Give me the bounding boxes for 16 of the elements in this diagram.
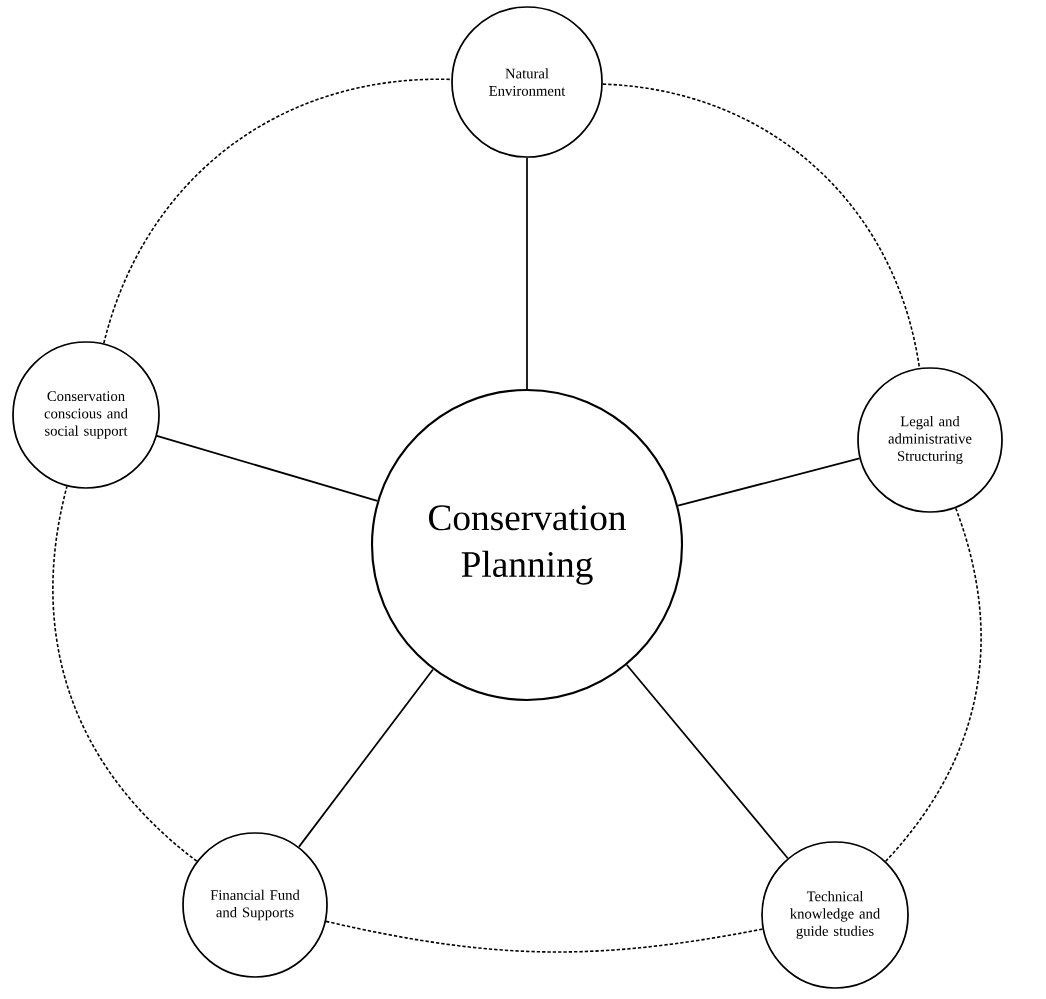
circle-node: Conservation Planning: [370, 388, 684, 702]
connector-line: [626, 664, 789, 860]
circle-node: Legal and administrative Structuring: [857, 367, 1003, 513]
connector-line: [526, 157, 528, 390]
dashed-arc: [325, 920, 764, 953]
dashed-arc: [884, 507, 982, 863]
dashed-arc: [602, 83, 921, 369]
circle-node: Financial Fund and Supports: [182, 832, 328, 978]
connector-line: [298, 668, 434, 848]
dashed-arc: [52, 485, 198, 862]
circle-node: Technical knowledge and guide studies: [761, 841, 909, 989]
dashed-arc: [103, 78, 452, 345]
connector-line: [156, 435, 379, 502]
circle-node: Conservation conscious and social support: [12, 341, 160, 489]
circle-node: Natural Environment: [451, 6, 603, 158]
connector-line: [677, 457, 861, 507]
